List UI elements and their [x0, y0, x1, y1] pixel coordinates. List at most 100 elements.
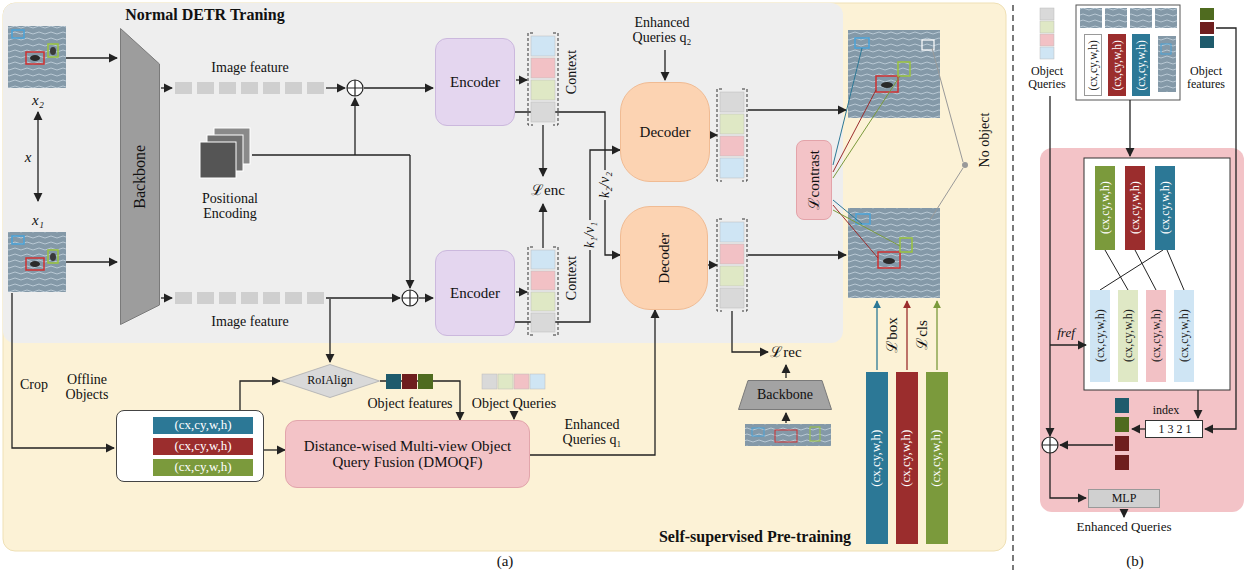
flow-arrow: [748, 254, 846, 255]
node-text: 1 3 2 1: [1159, 423, 1192, 436]
node-text: (cx,cy,w,h): [1093, 310, 1106, 363]
encoding-label: Positional Encoding: [185, 191, 275, 222]
match-line: [833, 205, 878, 258]
fusion-module: Distance-wised Multi-view Object Query F…: [285, 420, 530, 488]
input-image: [8, 26, 66, 88]
box-coordinates: (cx,cy,w,h): [1155, 166, 1175, 250]
flow-arrow: [516, 291, 527, 292]
output-image: [883, 258, 895, 264]
flow-arrow: [664, 50, 665, 80]
flow-arrow: [1132, 428, 1145, 429]
object-query-square: [1040, 47, 1054, 59]
token-stack: [720, 92, 744, 112]
edge-label: k₂/v₂: [596, 170, 613, 200]
panel-divider: [1012, 5, 1013, 570]
node-text: Encoder: [450, 74, 500, 91]
object-query-square: [482, 374, 497, 389]
object-crop: [1161, 44, 1171, 54]
box-coordinates: (cx,cy,w,h): [1118, 290, 1138, 382]
match-line: [930, 168, 963, 220]
object-feature-square: [386, 8, 1214, 470]
token-stack: [531, 102, 555, 122]
output-image: [855, 38, 869, 48]
box-coordinates: (cx,cy,w,h): [153, 459, 253, 476]
feature-token: [263, 292, 280, 304]
object-crop: [1105, 8, 1127, 28]
connector-arrow: [515, 112, 620, 255]
sum-symbol: [402, 290, 418, 306]
connector-arrow: [240, 381, 280, 410]
sum-symbol: [1042, 437, 1058, 453]
node-text: (cx,cy,w,h): [1149, 310, 1162, 363]
object-feature-square: [1115, 398, 1129, 413]
object-feature-square: [402, 374, 417, 389]
crop-label: Crop: [20, 377, 48, 392]
flow-arrow: [748, 109, 846, 110]
feature-token: [219, 292, 236, 304]
mlp-box: MLP: [1088, 489, 1160, 508]
heading-text: Offline Objects: [59, 372, 115, 403]
flow-arrow: [708, 264, 717, 265]
flow-arrow: [161, 87, 172, 88]
input-image: [30, 55, 40, 61]
flow-arrow: [66, 261, 117, 262]
object-query-square: [514, 374, 529, 389]
plain-line: [252, 154, 410, 155]
query-label: Enhanced Queries: [1077, 520, 1172, 534]
node-text: MLP: [1112, 492, 1137, 505]
node-text: (cx,cy,w,h): [174, 418, 231, 432]
box-coordinates: (cx,cy,w,h): [1174, 290, 1194, 382]
match-line: [833, 48, 968, 258]
feature-label: Object features: [367, 396, 452, 411]
flow-arrow: [785, 413, 786, 423]
flow-arrow: [409, 155, 410, 288]
input-image: [26, 52, 44, 64]
token-stack: [531, 36, 744, 332]
node-text: Decoder: [656, 233, 673, 284]
loss-box: ℒcontrast: [796, 140, 832, 220]
match-line: [962, 162, 968, 168]
stack-bracket: [742, 89, 747, 181]
object-query-square: [482, 8, 1054, 389]
token-stack: [531, 250, 555, 269]
token-stack: [720, 288, 744, 308]
plain-line: [252, 154, 410, 155]
node-outline: [739, 381, 832, 410]
feature-token: [175, 292, 192, 304]
stack-bracket: [553, 247, 558, 335]
node-text: (cx,cy,w,h): [870, 429, 884, 486]
decoder-block: Decoder: [620, 82, 710, 182]
node-text: ℒcontrast: [806, 150, 823, 210]
input-image: [50, 253, 56, 261]
token-stack: [720, 114, 744, 134]
node-text: (cx,cy,w,h): [930, 429, 944, 486]
token-stack: [720, 136, 744, 156]
positional-encoding-icon: [200, 128, 250, 178]
object-crop: [810, 427, 820, 441]
input-image: [8, 232, 66, 292]
node-text: (cx,cy,w,h): [1135, 40, 1148, 91]
flow-arrow: [161, 297, 172, 298]
object-feature-square: [1200, 8, 1214, 20]
node-text: (cx,cy,w,h): [1158, 182, 1171, 235]
view-label: x₂: [32, 92, 44, 109]
flow-arrow: [354, 98, 355, 155]
edge-label: k₁/v₁: [581, 220, 598, 250]
node-text: Decoder: [640, 124, 691, 141]
stack-bracket: [528, 247, 533, 335]
feature-token: [285, 82, 302, 94]
feature-token: [241, 82, 258, 94]
object-query-square: [530, 374, 545, 389]
token-stack: [531, 271, 555, 290]
box-coordinates: (cx,cy,w,h): [1132, 34, 1150, 96]
query-label: Object Queries: [472, 396, 556, 411]
match-line: [833, 76, 900, 178]
object-query-square: [1040, 34, 1054, 46]
feature-label: Object features: [1178, 65, 1234, 91]
match-line: [833, 210, 900, 246]
flow-arrow: [12, 293, 114, 448]
node-text: (cx,cy,w,h): [1087, 40, 1100, 91]
output-image: [848, 208, 940, 298]
stack-bracket: [717, 89, 722, 181]
node-text: Encoder: [450, 285, 500, 302]
